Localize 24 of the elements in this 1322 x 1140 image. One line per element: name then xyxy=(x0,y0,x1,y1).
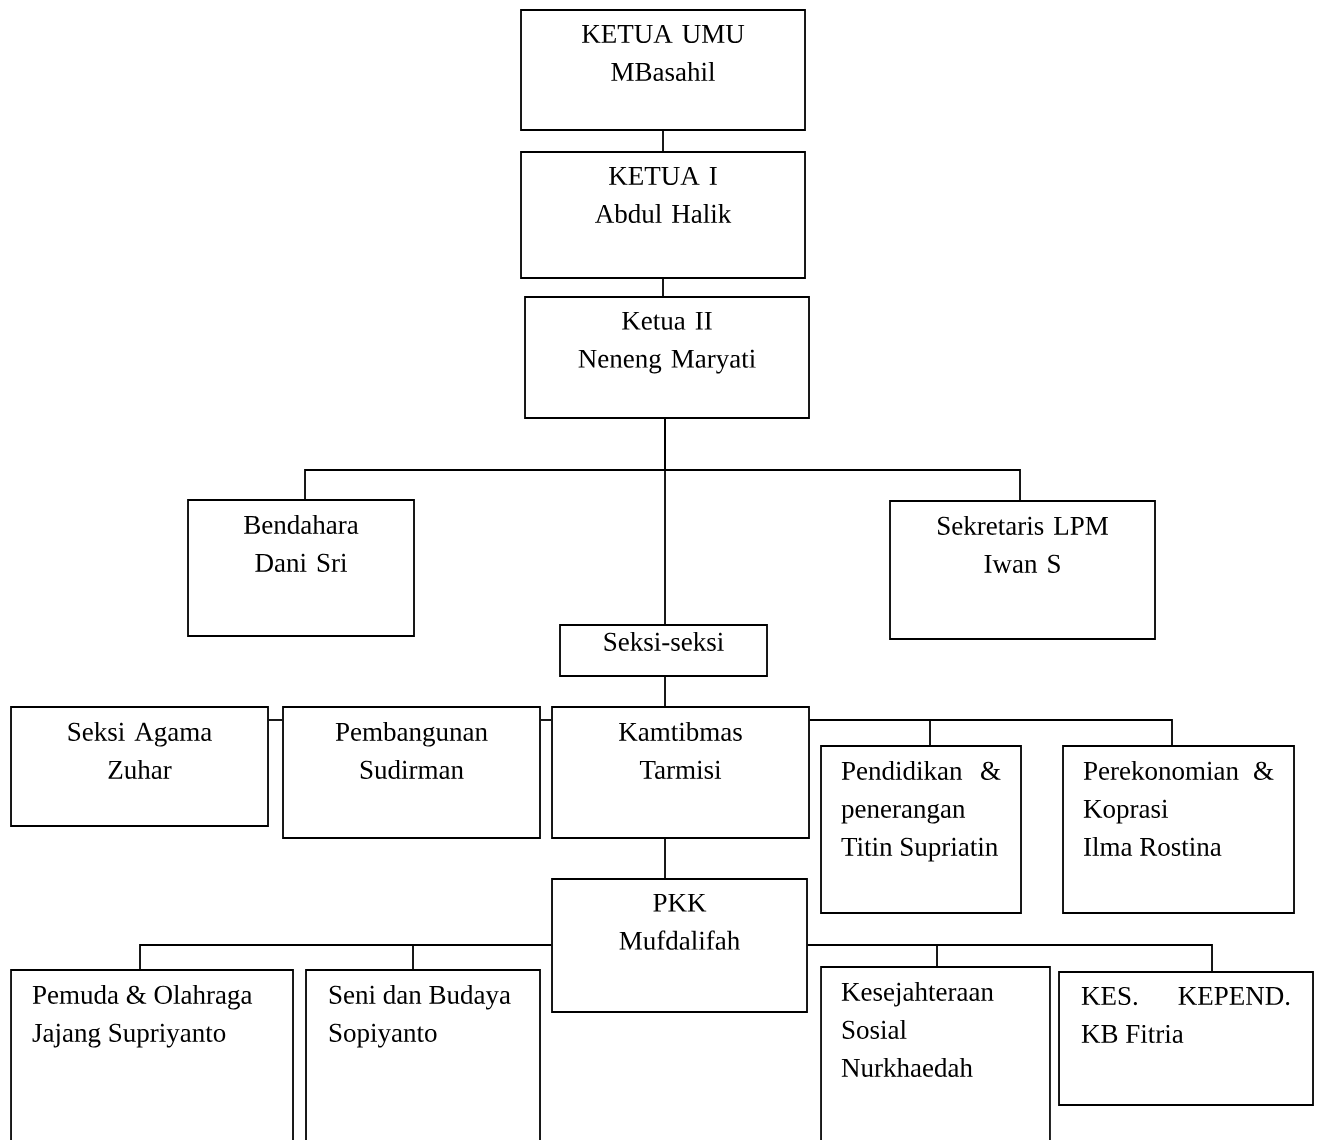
org-box: KETUA I Abdul Halik xyxy=(520,151,806,279)
connector-line xyxy=(662,130,664,152)
org-box: Seni dan Budaya Sopiyanto xyxy=(305,969,541,1140)
org-box: Ketua II Neneng Maryati xyxy=(524,296,810,419)
org-box: Kesejahteraan Sosial Nurkhaedah xyxy=(820,966,1051,1140)
org-box: PKK Mufdalifah xyxy=(551,878,808,1013)
org-box: Seksi-seksi xyxy=(559,624,768,677)
org-box: Bendahara Dani Sri xyxy=(187,499,415,637)
org-box: Seksi Agama Zuhar xyxy=(10,706,269,827)
connector-line xyxy=(664,676,666,707)
connector-line xyxy=(662,278,664,297)
org-box: Pendidikan & penerangan Titin Supriatin xyxy=(820,745,1022,914)
connector-line xyxy=(412,944,552,970)
org-box: Pembangunan Sudirman xyxy=(282,706,541,839)
org-box: KETUA UMU MBasahil xyxy=(520,9,806,131)
connector-line xyxy=(664,418,666,625)
org-box: Sekretaris LPM Iwan S xyxy=(889,500,1156,640)
org-box: KES. KEPEND. KB Fitria xyxy=(1058,971,1314,1106)
org-box: Kamtibmas Tarmisi xyxy=(551,706,810,839)
org-box: Pemuda & Olahraga Jajang Supriyanto xyxy=(10,969,294,1140)
org-box: Perekonomian & Koprasi Ilma Rostina xyxy=(1062,745,1295,914)
connector-line xyxy=(664,838,666,879)
connector-line xyxy=(540,719,552,721)
connector-line xyxy=(268,719,283,721)
